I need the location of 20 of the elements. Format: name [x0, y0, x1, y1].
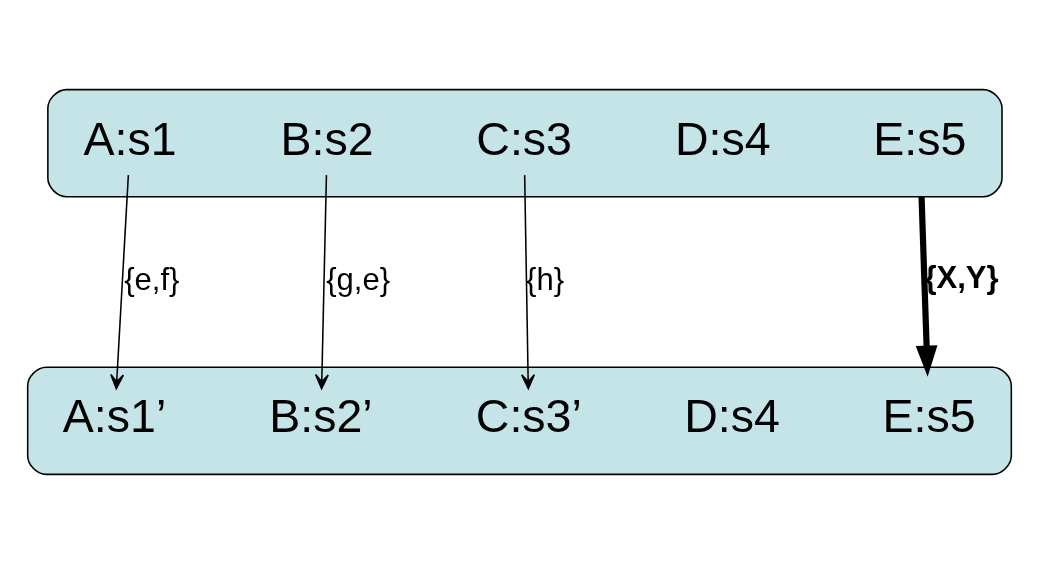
cluster — [26, 366, 1012, 476]
node-text: B:s2’ — [268, 390, 373, 443]
node-text: C:s3 — [475, 112, 572, 165]
node-text: B:s2 — [280, 112, 374, 165]
edge-label: {e,f} — [123, 261, 179, 297]
node-text: A:s1 — [83, 112, 177, 165]
node-text: C:s3’ — [475, 390, 582, 443]
node-text: A:s1’ — [62, 390, 166, 443]
edge-label: {g,e} — [325, 261, 390, 297]
arrow — [109, 174, 129, 390]
arrow — [915, 196, 937, 377]
edge-label: {h} — [525, 261, 564, 297]
node-text: E:s5 — [872, 112, 966, 165]
cluster — [46, 88, 1003, 198]
arrow — [520, 174, 535, 390]
node-text: D:s4 — [683, 390, 780, 443]
node-text: E:s5 — [882, 390, 976, 443]
edge-label: {X,Y} — [923, 260, 999, 296]
arrow — [314, 174, 329, 390]
node-text: D:s4 — [674, 112, 771, 165]
